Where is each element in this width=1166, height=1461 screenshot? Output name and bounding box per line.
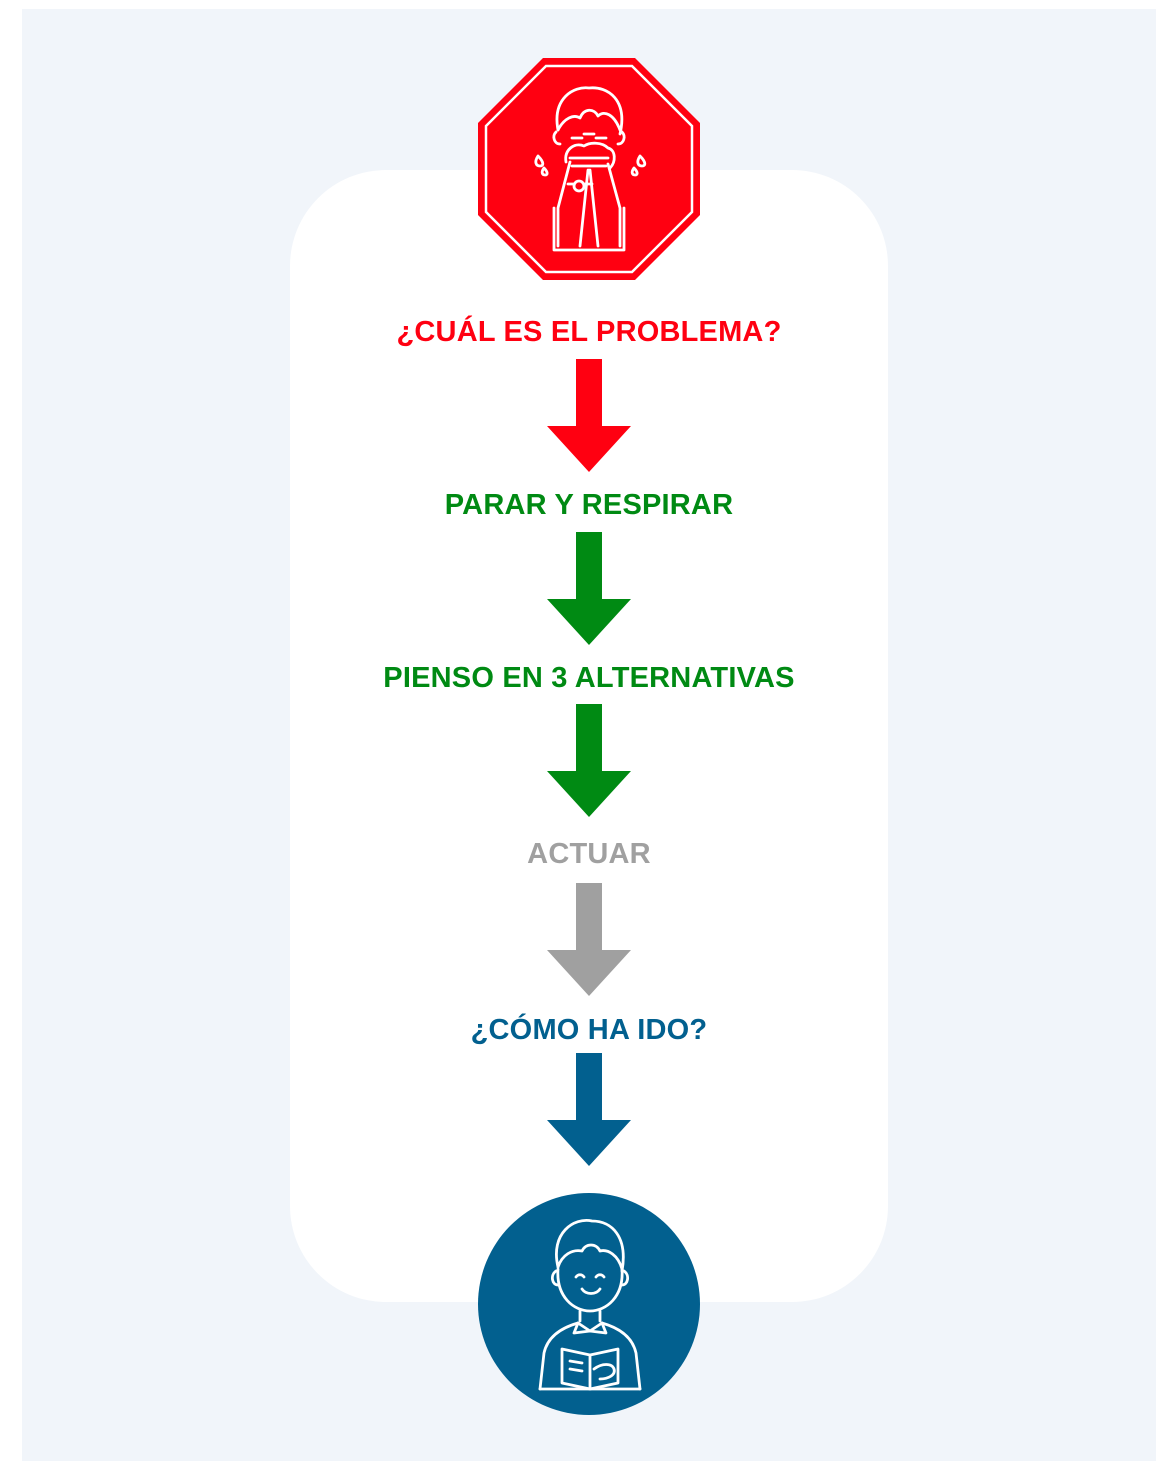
happy-child-reading-icon: [478, 1193, 700, 1415]
step-label-actuar: ACTUAR: [527, 838, 651, 870]
step-label-alternativas: PIENSO EN 3 ALTERNATIVAS: [383, 662, 795, 694]
arrow-shape: [547, 704, 631, 817]
arrow-shape: [547, 1053, 631, 1166]
step-label-como-ha-ido: ¿CÓMO HA IDO?: [470, 1014, 708, 1046]
stop-sign-crying-child-icon: [478, 58, 700, 280]
step-label-problema: ¿CUÁL ES EL PROBLEMA?: [396, 316, 782, 348]
step-label-parar-respirar: PARAR Y RESPIRAR: [444, 489, 734, 521]
down-arrow-icon: [547, 883, 631, 997]
down-arrow-icon: [547, 1053, 631, 1167]
down-arrow-icon: [547, 704, 631, 818]
arrow-shape: [547, 359, 631, 472]
arrow-shape: [547, 532, 631, 645]
arrow-shape: [547, 883, 631, 996]
down-arrow-icon: [547, 532, 631, 646]
down-arrow-icon: [547, 359, 631, 473]
